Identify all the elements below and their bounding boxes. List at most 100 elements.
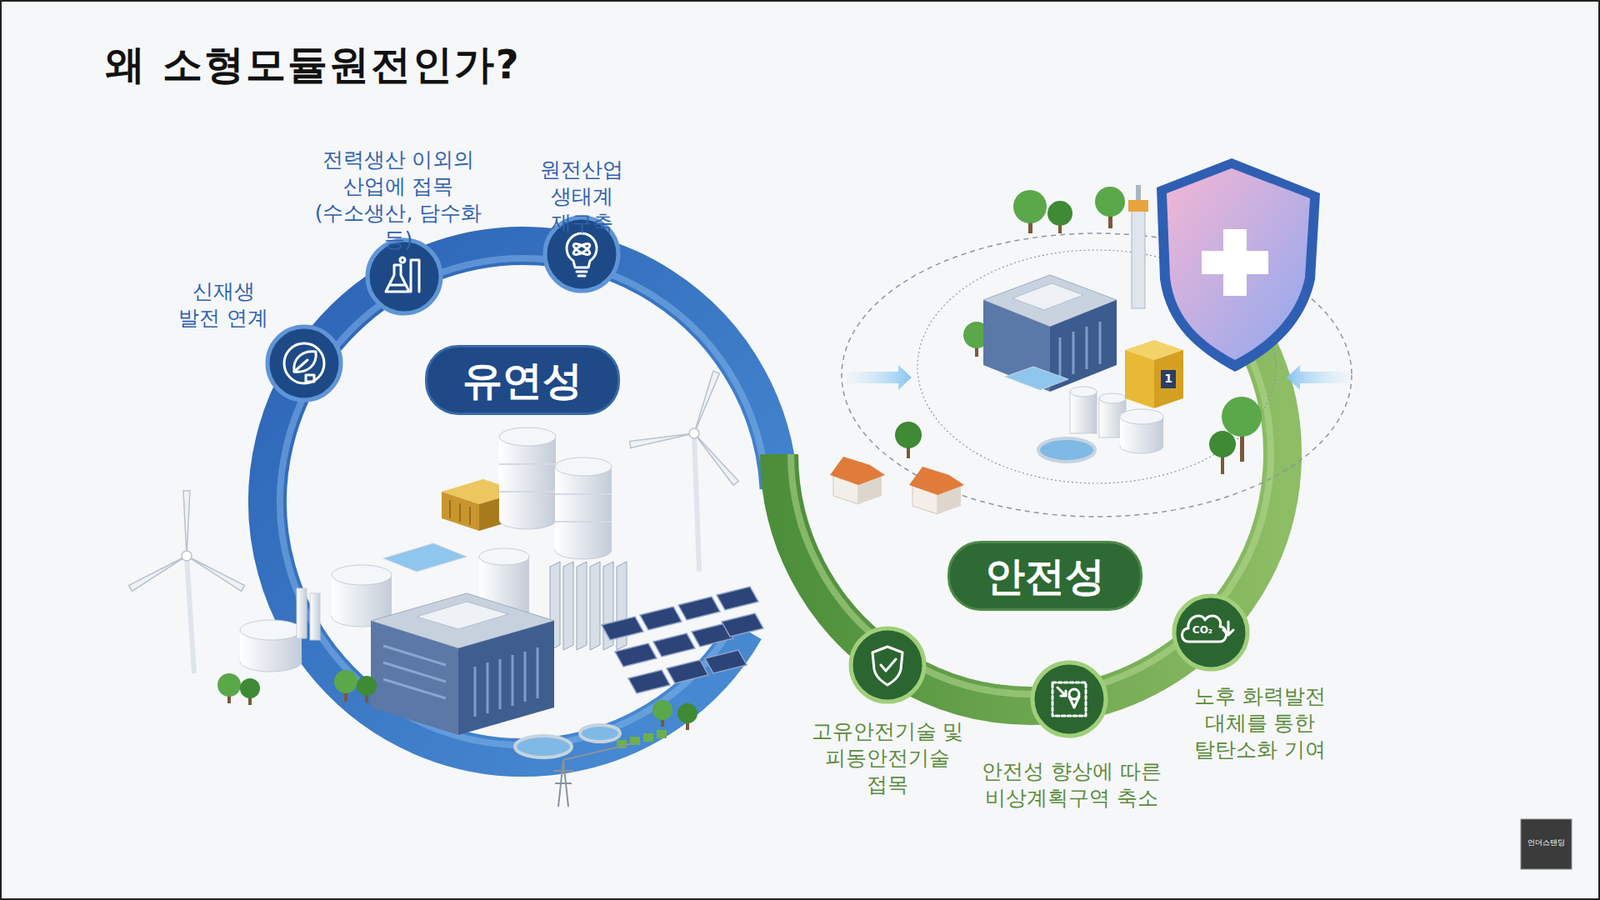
icon-symbol-part-part	[284, 343, 325, 384]
industrial-complex-part-part	[640, 606, 682, 630]
industrial-complex-part-part	[705, 650, 747, 674]
category-pill: 안전성	[947, 540, 1143, 611]
industrial-complex-part	[553, 743, 634, 807]
industrial-complex-part	[383, 543, 467, 572]
industrial-complex-part-part	[691, 430, 739, 485]
slide-title: 왜 소형모듈원전인가?	[105, 38, 521, 92]
industrial-complex-part-part	[181, 550, 192, 561]
icon-text: CO₂	[1185, 625, 1220, 636]
pill-text: 안전성	[985, 555, 1105, 597]
icon-badge-part	[850, 628, 925, 702]
watermark: 언더스탠딩	[1521, 838, 1570, 848]
industrial-complex-part-part	[628, 670, 670, 694]
industrial-complex-part	[601, 586, 764, 694]
feature-caption: 전력생산 이외의 산업에 접목 (수소생산, 담수화 등)	[301, 146, 495, 254]
smr-plant-part	[1221, 396, 1262, 437]
icon-symbol-part-part	[571, 241, 591, 257]
smr-plant-part	[1125, 350, 1155, 409]
industrial-complex-part-part	[185, 553, 245, 592]
industrial-complex-part	[450, 500, 470, 525]
smr-plant-part	[1160, 370, 1176, 389]
industrial-complex-part-part	[653, 633, 695, 657]
smr-plant-part	[1131, 208, 1145, 309]
smr-plant-part	[1099, 393, 1126, 404]
smr-plant-part	[1240, 433, 1245, 462]
industrial-complex-part	[629, 370, 739, 485]
smr-plant-part	[1120, 409, 1164, 425]
industrial-complex-part	[186, 555, 195, 674]
icon-symbol-part-part	[1052, 682, 1086, 716]
smr-plant-part	[1047, 200, 1073, 226]
industrial-complex-part-part	[677, 703, 698, 724]
industrial-complex-part	[331, 565, 392, 585]
industrial-complex-part	[383, 645, 446, 699]
smr-plant-part	[1012, 283, 1084, 310]
icon-symbol-part	[1182, 615, 1235, 642]
smr-plant-part	[1154, 350, 1184, 409]
feature-caption: 원전산업 생태계 재구축	[519, 156, 645, 237]
icon-symbol-part-part	[294, 360, 308, 372]
icon-symbol-part-part	[1069, 696, 1080, 708]
icon-symbol-part	[566, 233, 597, 276]
icon-symbol-part	[284, 343, 325, 384]
icon-symbol-part-part	[390, 284, 406, 287]
icon-badge-part	[1032, 662, 1106, 736]
smr-plant-part	[1070, 386, 1097, 397]
industrial-complex-part	[656, 730, 667, 739]
industrial-complex-part-part	[601, 616, 644, 640]
icon-symbol-part-part	[571, 241, 591, 257]
industrial-complex-part-part	[652, 700, 673, 720]
industrial-complex-part-part	[690, 370, 720, 435]
smr-plant	[830, 158, 1352, 517]
industrial-complex-part	[563, 561, 574, 650]
smr-plant-part	[1128, 200, 1149, 212]
smr-plant-part	[830, 456, 885, 485]
industrial-complex-part-part	[689, 428, 700, 439]
industrial-complex-part	[370, 620, 459, 735]
icon-symbol-part	[385, 257, 420, 292]
industrial-complex-part	[499, 464, 556, 492]
icon-symbol-part-part	[1057, 687, 1066, 696]
industrial-complex-part-part	[678, 596, 720, 620]
feature-caption: 신재생 발전 연계	[175, 278, 272, 332]
industrial-complex-part	[441, 491, 480, 531]
watermark-box	[1520, 819, 1572, 870]
industrial-complex-part-part	[217, 673, 241, 697]
feature-caption: 고유안전기술 및 피동안전기술 접목	[807, 718, 968, 799]
icon-symbol-part-part	[305, 375, 315, 382]
smr-plant-part	[1135, 185, 1141, 200]
industrial-complex-part	[475, 647, 538, 717]
smr-plant-part	[1070, 391, 1097, 434]
industrial-complex-part	[217, 670, 698, 730]
pill-text: 유연성	[462, 359, 583, 401]
industrial-complex-part	[555, 466, 612, 550]
smr-plant-part	[895, 421, 922, 449]
smr-plant-part	[1013, 190, 1047, 224]
ring-band	[267, 245, 1283, 758]
smr-plant-part	[1166, 168, 1310, 360]
industrial-complex-part	[499, 427, 556, 446]
industrial-complex	[128, 370, 764, 807]
industrial-complex-part	[240, 620, 302, 640]
industrial-complex-part	[576, 561, 587, 650]
industrial-complex-part	[580, 725, 620, 742]
icon-symbol-part-part	[294, 351, 316, 373]
ring-band-part	[267, 245, 780, 758]
industrial-complex-part	[416, 601, 509, 630]
icon-symbol-part-part	[566, 233, 597, 268]
icon-symbol-part-part	[385, 265, 410, 292]
smr-plant-part	[1095, 186, 1125, 217]
icon-symbol-part	[872, 646, 903, 685]
icon-badge-part	[1174, 595, 1248, 670]
industrial-complex-part	[643, 733, 654, 742]
industrial-complex-part-part	[128, 553, 189, 592]
industrial-complex-part	[479, 548, 530, 565]
industrial-complex-part	[296, 588, 307, 639]
icon-symbol-part-part	[872, 646, 903, 685]
industrial-complex-part-part	[240, 678, 260, 699]
industrial-complex-part-part	[716, 586, 759, 610]
icon-symbol-part	[1052, 682, 1086, 716]
feature-caption: 안전성 향상에 따른 비상계획구역 축소	[975, 758, 1169, 812]
